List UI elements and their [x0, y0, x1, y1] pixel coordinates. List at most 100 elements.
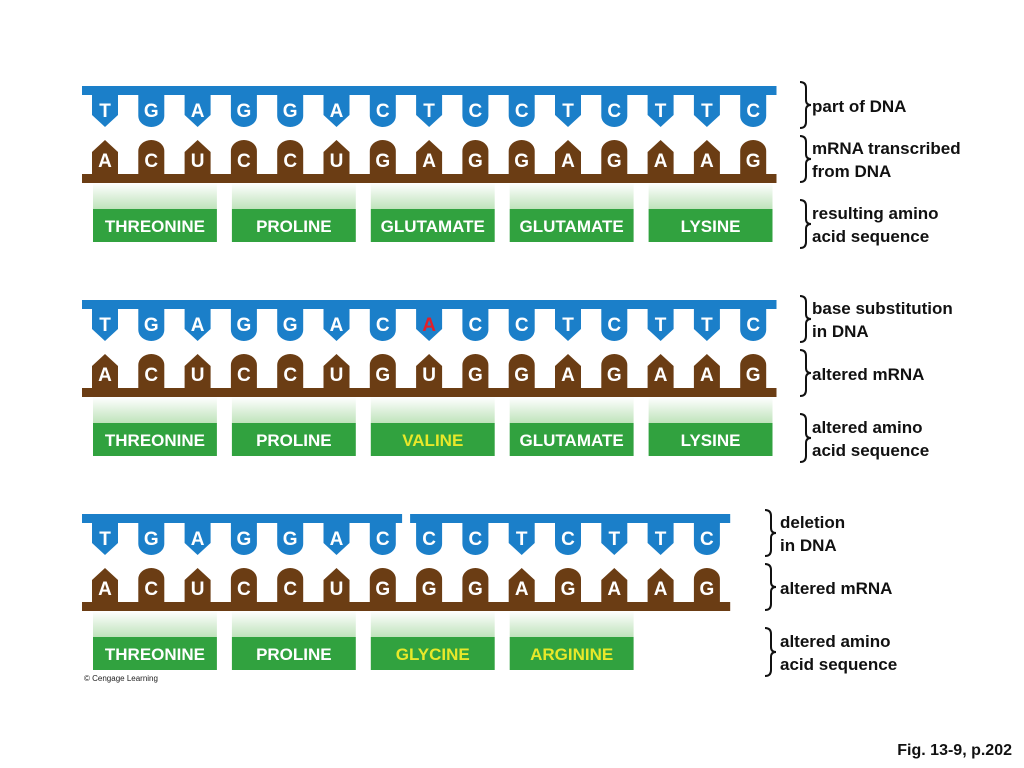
codon-link [648, 397, 773, 423]
dna-base-letter: G [144, 101, 159, 122]
dna-base-letter: C [746, 101, 760, 122]
amino-acid-box [509, 423, 634, 456]
dna-base-letter: T [99, 529, 111, 550]
mrna-backbone [82, 602, 731, 611]
mrna-backbone [82, 388, 777, 397]
mrna-base [647, 568, 674, 602]
mrna-base [323, 354, 350, 388]
mrna-base [555, 140, 581, 174]
mrna-base [184, 140, 211, 174]
mrna-base [462, 354, 489, 388]
amino-acid-label: THREONINE [105, 431, 205, 450]
dna-base [601, 93, 628, 128]
dna-base [462, 521, 489, 555]
dna-base-letter: C [469, 529, 483, 550]
mrna-base [416, 354, 443, 388]
dna-base-letter: C [607, 315, 621, 336]
mrna-base [138, 354, 165, 388]
dna-base [693, 521, 720, 555]
dna-base [184, 93, 211, 127]
annotation-line: part of DNA [812, 96, 907, 116]
mrna-base [184, 354, 211, 388]
dna-base [647, 93, 674, 127]
annotation-line: resulting amino [812, 204, 939, 223]
annotation-line: altered amino [780, 632, 891, 651]
annotation-label: altered mRNA [780, 577, 892, 600]
amino-acid-label: LYSINE [681, 431, 741, 450]
dna-base [184, 521, 211, 555]
mrna-base [555, 354, 581, 388]
dna-backbone [410, 514, 731, 523]
dna-backbone [82, 300, 777, 309]
annotation-line: acid sequence [812, 227, 930, 246]
mrna-base [555, 568, 581, 602]
mrna-base-letter: U [191, 365, 205, 386]
mrna-base [647, 140, 674, 174]
dna-base [323, 307, 350, 341]
mrna-base-letter: C [237, 579, 251, 600]
bracket [799, 135, 812, 183]
mrna-base [740, 140, 767, 174]
dna-base [230, 93, 257, 128]
mrna-base-letter: A [654, 579, 668, 600]
mrna-base-letter: G [514, 365, 529, 386]
annotation-line: mRNA transcribed [812, 139, 961, 158]
mrna-base [462, 140, 489, 174]
dna-base [277, 521, 304, 555]
copyright-credit: © Cengage Learning [84, 674, 158, 683]
codon-link [93, 397, 217, 423]
amino-acid-label: PROLINE [256, 431, 332, 450]
dna-base [323, 93, 350, 127]
mrna-base-letter: G [422, 579, 437, 600]
codon-link [509, 397, 634, 423]
dna-base [462, 93, 489, 128]
mrna-base [508, 140, 535, 174]
mrna-base [323, 140, 350, 174]
mrna-base [277, 140, 304, 174]
amino-acid-box [648, 423, 773, 456]
dna-base-letter: T [516, 529, 528, 550]
amino-acid-box [93, 637, 217, 670]
codon-link [231, 183, 356, 209]
dna-base-letter: A [191, 101, 205, 122]
mrna-base-letter: G [468, 365, 483, 386]
dna-base [601, 307, 628, 341]
mrna-base-letter: A [654, 365, 668, 386]
amino-acid-box [370, 423, 495, 456]
mrna-base-letter: A [700, 365, 714, 386]
amino-acid-box [93, 209, 217, 242]
dna-base [416, 521, 443, 555]
mrna-base-letter: A [654, 151, 668, 172]
dna-base [693, 307, 720, 341]
mrna-base-letter: U [191, 151, 205, 172]
dna-base [230, 307, 257, 341]
amino-acid-box [648, 209, 773, 242]
dna-base [138, 521, 165, 555]
amino-acid-label: GLUTAMATE [520, 217, 624, 236]
mrna-base-letter: G [746, 365, 761, 386]
mrna-base [740, 354, 767, 388]
mrna-base-letter: A [607, 579, 621, 600]
mrna-base [508, 568, 535, 602]
dna-base [277, 93, 304, 128]
figure-caption: Fig. 13-9, p.202 [897, 742, 1012, 759]
dna-backbone [82, 86, 777, 95]
dna-base [462, 307, 489, 341]
mrna-base-letter: C [283, 579, 297, 600]
codon-link [370, 397, 495, 423]
mrna-base [230, 568, 257, 602]
dna-base-letter: G [144, 529, 159, 550]
dna-base-letter: G [237, 315, 252, 336]
dna-base-letter: T [655, 315, 667, 336]
dna-base-letter: T [562, 315, 574, 336]
dna-base-letter: C [376, 315, 390, 336]
dna-base-letter: C [469, 315, 483, 336]
changed-amino-acid-label: ARGININE [530, 645, 613, 664]
annotation-line: deletion [780, 513, 846, 532]
amino-acid-box [370, 637, 495, 670]
mrna-base-letter: A [98, 579, 112, 600]
codon-link [648, 183, 773, 209]
mrna-base-letter: C [283, 151, 297, 172]
